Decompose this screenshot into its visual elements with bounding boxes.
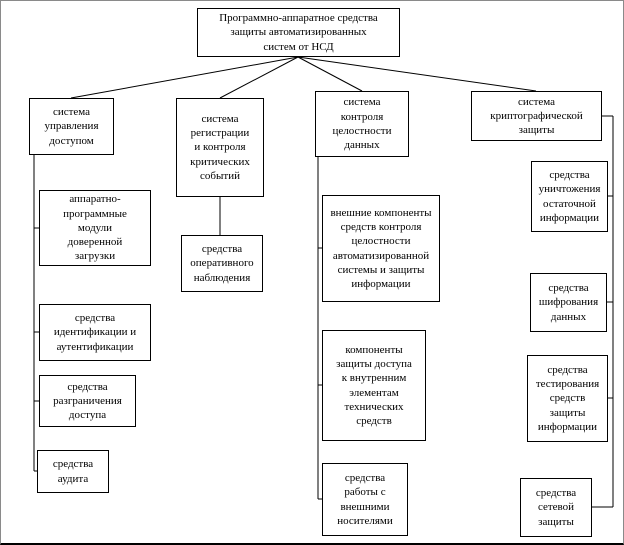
node-external-integrity-components: внешние компоненты средств контроля цело…	[322, 195, 440, 302]
node-network-protection: средства сетевой защиты	[520, 478, 592, 537]
node-operational-monitoring: средства оперативного наблюдения	[181, 235, 263, 292]
node-access-delimitation: средства разграничения доступа	[39, 375, 136, 427]
node-audit-tools: средства аудита	[37, 450, 109, 493]
node-root-title: Программно-аппаратное средства защиты ав…	[197, 8, 400, 57]
node-identification-authentication: средства идентификации и аутентификации	[39, 304, 151, 361]
node-residual-info-destruction: средства уничтожения остаточной информац…	[531, 161, 608, 232]
node-external-media-tools: средства работы с внешними носителями	[322, 463, 408, 536]
node-access-control-system: система управления доступом	[29, 98, 114, 155]
node-event-registration-system: система регистрации и контроля критическ…	[176, 98, 264, 197]
node-internal-access-protection: компоненты защиты доступа к внутренним э…	[322, 330, 426, 441]
node-trusted-boot-modules: аппаратно- программные модули доверенной…	[39, 190, 151, 266]
node-data-integrity-system: система контроля целостности данных	[315, 91, 409, 157]
node-protection-testing: средства тестирования средств защиты инф…	[527, 355, 608, 442]
node-cryptographic-protection-system: система криптографической защиты	[471, 91, 602, 141]
node-data-encryption: средства шифрования данных	[530, 273, 607, 332]
